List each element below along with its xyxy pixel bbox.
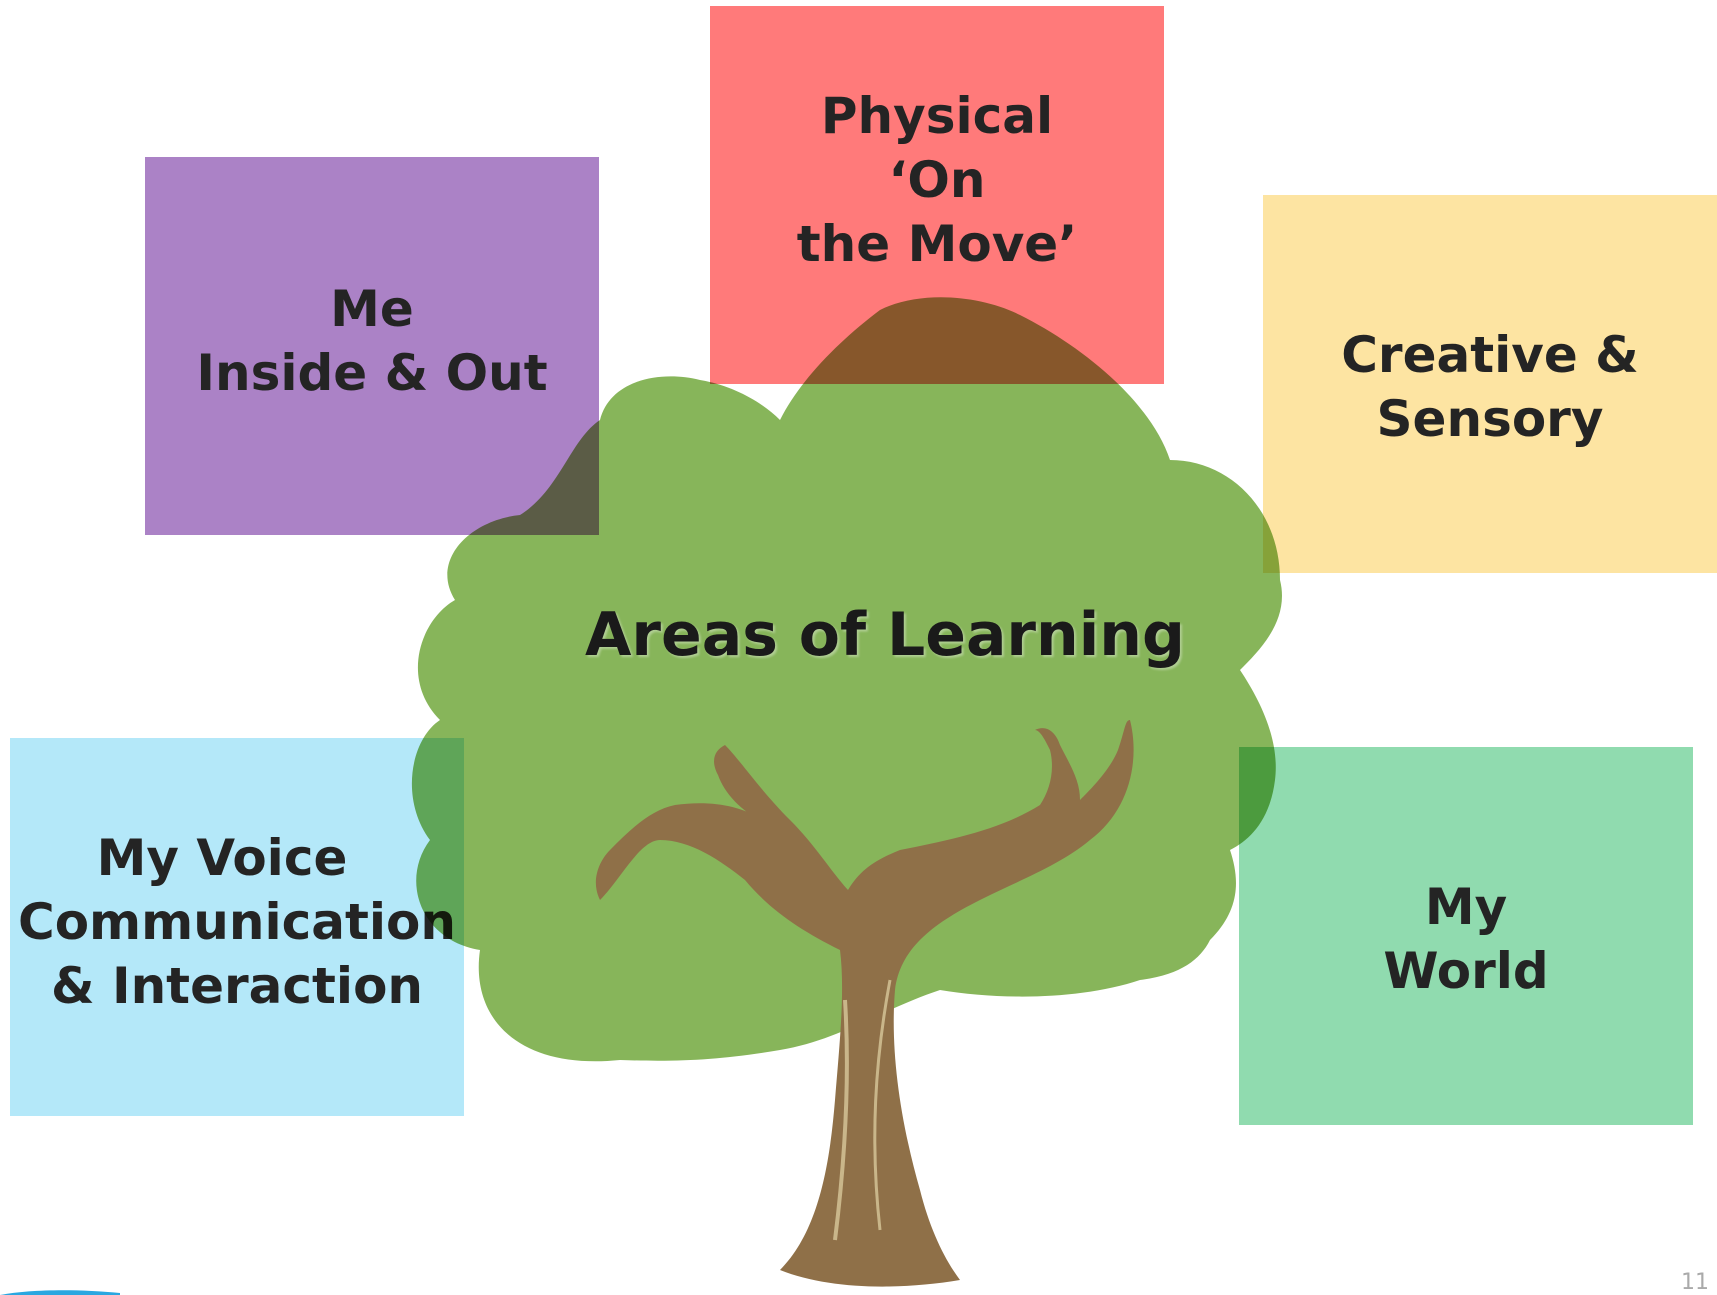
area-world-line1: My — [1424, 878, 1508, 936]
area-physical-box: Physical ‘On the Move’ — [710, 6, 1164, 384]
trunk-highlight — [833, 999, 849, 1241]
tree-trunk — [595, 720, 1134, 1287]
area-world-line2: World — [1383, 942, 1549, 1000]
area-creative-box: Creative & Sensory — [1263, 195, 1717, 573]
area-creative-line2: Sensory — [1376, 390, 1604, 448]
area-voice-line1: My Voice — [96, 829, 348, 887]
area-physical-line2: ‘On — [888, 151, 986, 209]
trunk-highlight-2 — [873, 979, 892, 1231]
area-me-box: Me Inside & Out — [145, 157, 599, 535]
page-number: 11 — [1681, 1270, 1709, 1295]
area-physical-line1: Physical — [820, 87, 1054, 145]
area-voice-line2: Communication — [18, 893, 456, 951]
diagram-title: Areas of Learning — [585, 600, 1185, 670]
area-world-box: My World — [1239, 747, 1693, 1125]
area-me-line2: Inside & Out — [196, 344, 548, 402]
corner-swoosh-decoration — [0, 1290, 120, 1295]
area-physical-line3: the Move’ — [796, 215, 1078, 273]
area-voice-box: My Voice Communication & Interaction — [10, 738, 464, 1116]
area-creative-line1: Creative & — [1341, 326, 1639, 384]
tree-foliage — [411, 297, 1282, 1062]
area-voice-line3: & Interaction — [50, 957, 424, 1015]
area-me-line1: Me — [330, 280, 414, 338]
